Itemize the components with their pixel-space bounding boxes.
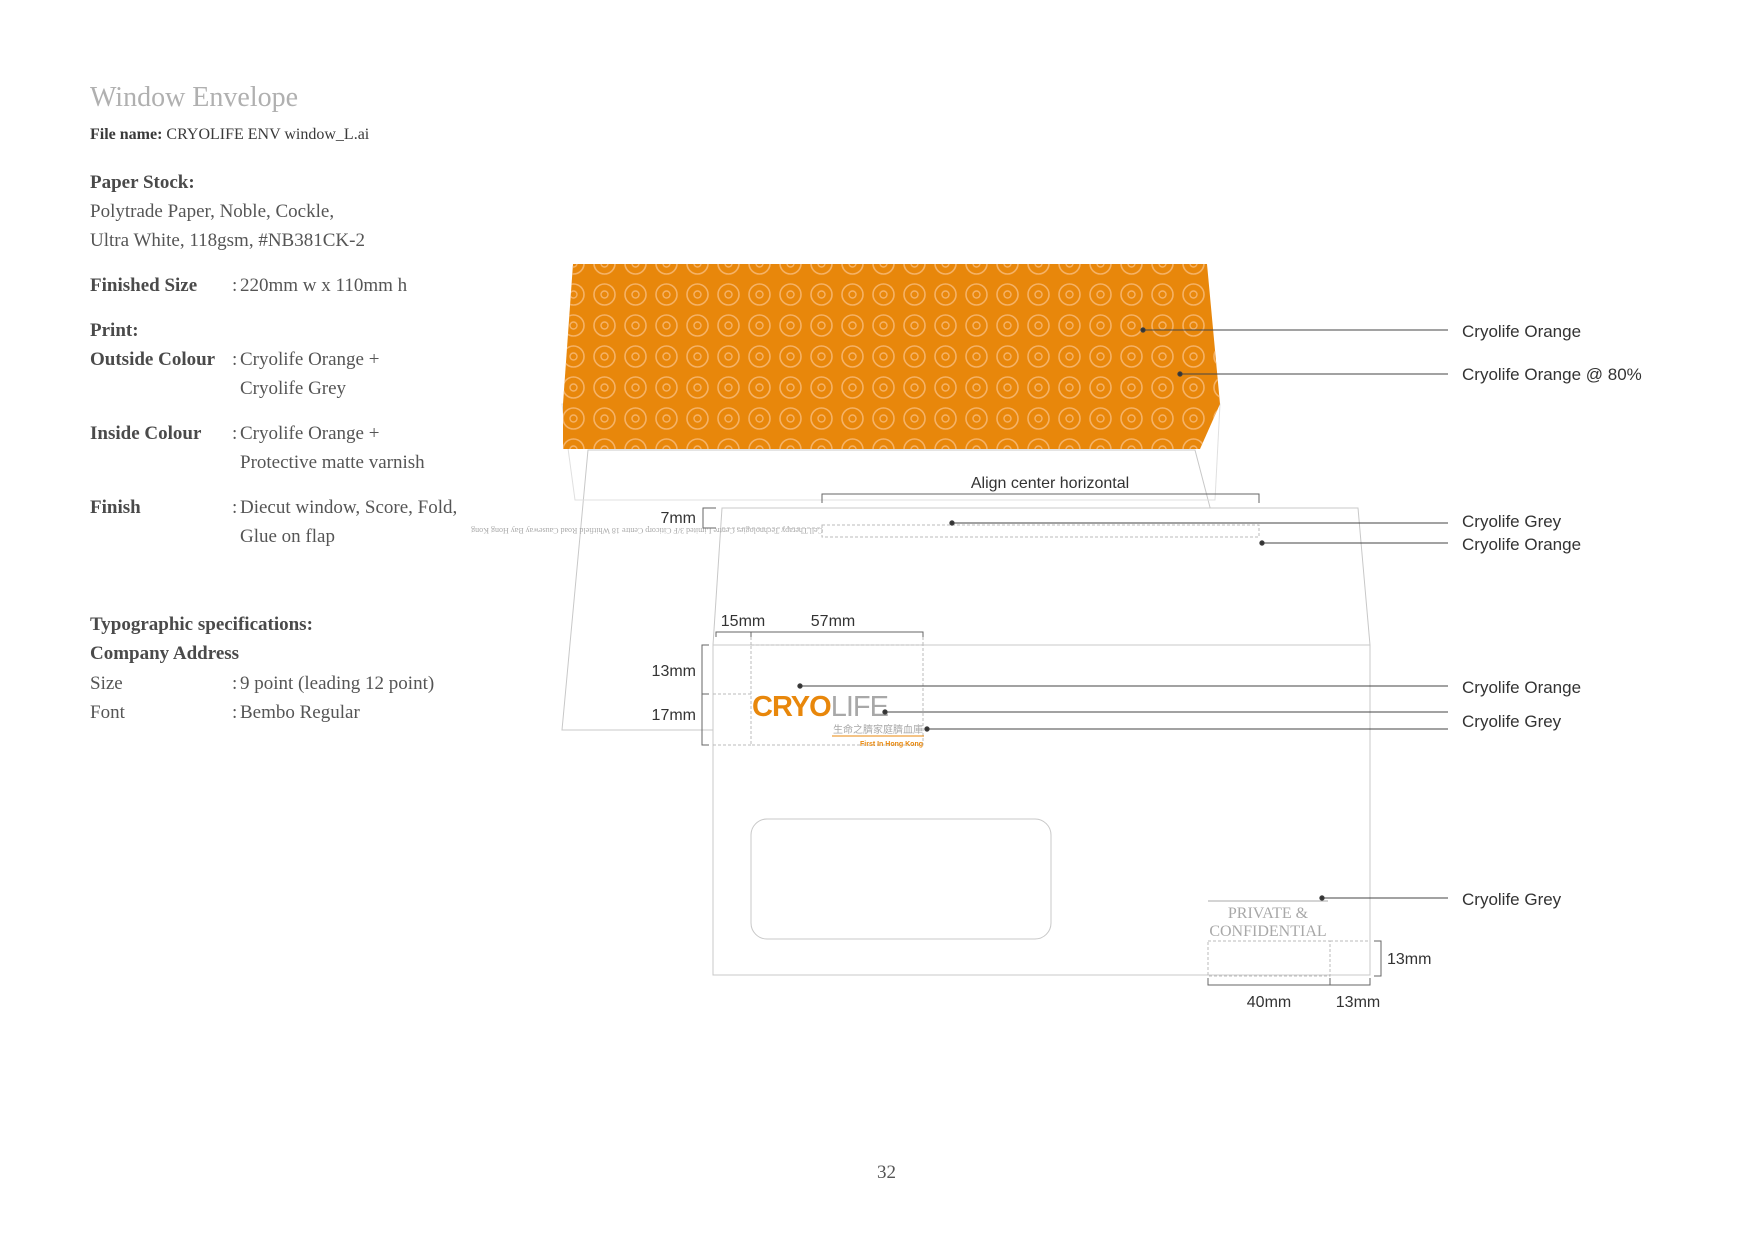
align-center-label: Align center horizontal <box>971 475 1129 492</box>
envelope-flap <box>563 264 1220 449</box>
inside-colour-line2: Protective matte varnish <box>240 452 425 473</box>
typographic-spec-label: Typographic specifications: <box>90 614 313 635</box>
align-bracket <box>821 493 1260 503</box>
inside-colour-colon: : <box>232 423 238 444</box>
inside-colour-line1: Cryolife Orange + <box>240 423 380 444</box>
logo-tagline-text: First In Hong Kong <box>860 741 923 748</box>
private-confidential: PRIVATE & CONFIDENTIAL <box>1208 900 1328 940</box>
outside-colour-line2: Cryolife Grey <box>240 378 347 399</box>
private-line2: CONFIDENTIAL <box>1209 923 1326 940</box>
private-dims <box>1207 940 1382 986</box>
callout-flap-orange: Cryolife Orange <box>1462 322 1581 341</box>
private-guides <box>1207 940 1370 977</box>
dim-40mm-label: 40mm <box>1247 994 1291 1011</box>
dim-57mm-label: 57mm <box>811 613 855 630</box>
dim-7mm <box>702 507 822 529</box>
envelope-front <box>712 507 1371 976</box>
file-name-label: File name: <box>90 126 163 143</box>
paper-stock-line2: Ultra White, 118gsm, #NB381CK-2 <box>90 230 365 251</box>
return-address-text: Cell Therapy Technologies Centre Limited… <box>471 526 823 535</box>
callout-lines <box>797 327 1448 901</box>
callout-address-orange: Cryolife Orange <box>1462 535 1581 554</box>
dim-7mm-label: 7mm <box>660 510 696 527</box>
finish-line2: Glue on flap <box>240 526 335 547</box>
outside-colour-line1: Cryolife Orange + <box>240 349 380 370</box>
dim-17mm-label: 17mm <box>652 707 696 724</box>
paper-stock-line1: Polytrade Paper, Noble, Cockle, <box>90 201 335 222</box>
inside-colour-label: Inside Colour <box>90 423 202 444</box>
outside-colour-label: Outside Colour <box>90 349 216 370</box>
page-title: Window Envelope <box>90 82 299 113</box>
print-label: Print: <box>90 320 139 341</box>
dim-13mm-bottom-label: 13mm <box>1336 994 1380 1011</box>
finished-size-label: Finished Size <box>90 275 198 296</box>
font-colon: : <box>232 702 238 723</box>
cryolife-logo: CRYOLIFE 生命之臍家庭臍血庫 First In Hong Kong <box>752 691 924 748</box>
logo-life-text: LIFE <box>831 691 889 723</box>
diecut-window <box>750 818 1052 940</box>
size-colon: : <box>232 673 238 694</box>
paper-stock-label: Paper Stock: <box>90 172 195 193</box>
logo-cryo-text: CRYO <box>752 691 831 723</box>
finished-size-colon: : <box>232 275 238 296</box>
finished-size-value: 220mm w x 110mm h <box>240 275 408 296</box>
dim-lines <box>701 631 924 746</box>
dim-15mm-label: 15mm <box>721 613 765 630</box>
callout-private-grey: Cryolife Grey <box>1462 890 1562 909</box>
file-name-value: CRYOLIFE ENV window_L.ai <box>166 126 370 143</box>
font-label: Font <box>90 702 125 723</box>
callout-logo-orange: Cryolife Orange <box>1462 678 1581 697</box>
logo-chinese-text: 生命之臍家庭臍血庫 <box>833 723 923 736</box>
file-name: File name: CRYOLIFE ENV window_L.ai <box>90 126 369 144</box>
private-line1: PRIVATE & <box>1228 905 1309 922</box>
finish-line1: Diecut window, Score, Fold, <box>240 497 458 518</box>
return-address-strip: Cell Therapy Technologies Centre Limited… <box>471 524 1260 538</box>
font-value: Bembo Regular <box>240 702 360 723</box>
size-value: 9 point (leading 12 point) <box>240 673 435 694</box>
company-address-label: Company Address <box>90 643 240 664</box>
callout-logo-grey: Cryolife Grey <box>1462 712 1562 731</box>
finish-label: Finish <box>90 497 141 518</box>
dim-13mm-right-label: 13mm <box>1387 951 1431 968</box>
logo-guides <box>713 637 924 746</box>
callout-address-grey: Cryolife Grey <box>1462 512 1562 531</box>
page-number: 32 <box>877 1162 896 1183</box>
size-label: Size <box>90 673 123 694</box>
svg-text:CRYOLIFE: CRYOLIFE <box>752 691 889 723</box>
callout-flap-orange-80: Cryolife Orange @ 80% <box>1462 365 1642 384</box>
finish-colon: : <box>232 497 238 518</box>
outside-colour-colon: : <box>232 349 238 370</box>
dim-13mm-left-label: 13mm <box>652 663 696 680</box>
